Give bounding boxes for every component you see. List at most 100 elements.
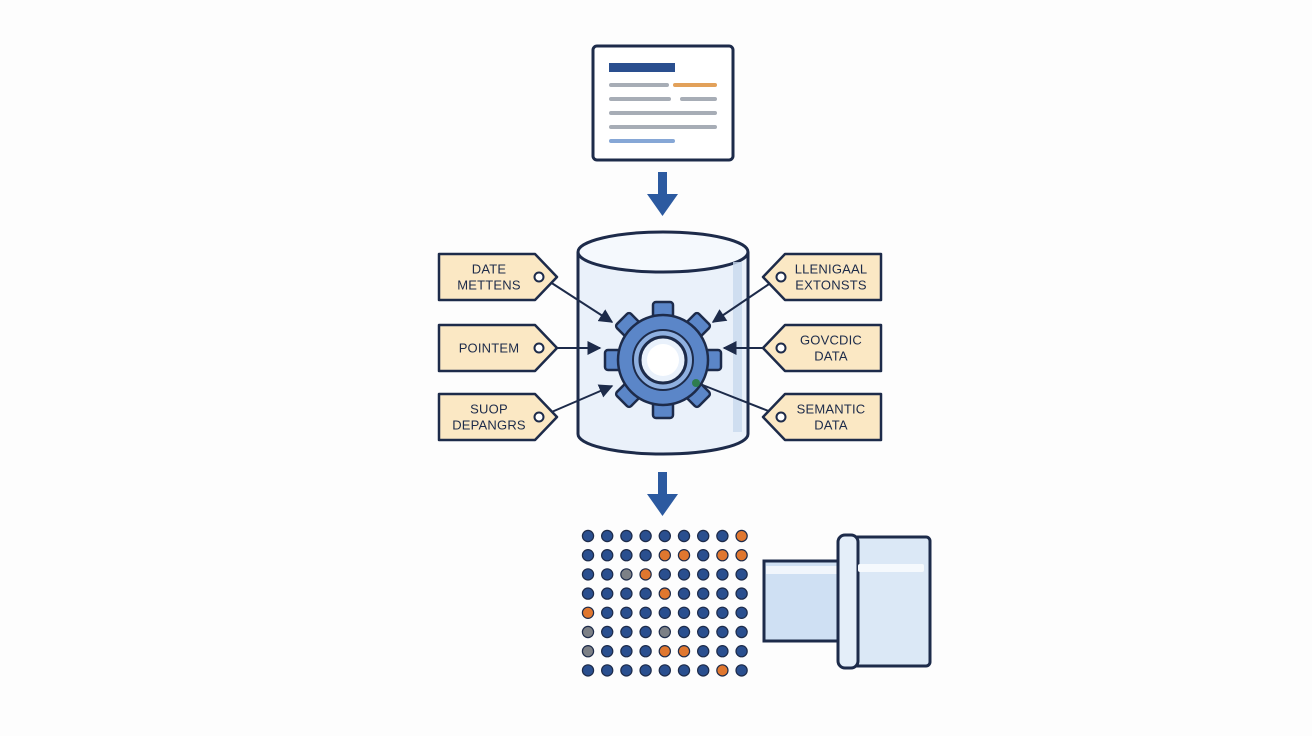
tag-label-line: DATA (814, 418, 848, 433)
arrow-down-icon (647, 172, 678, 216)
dot (601, 568, 614, 581)
dot (735, 606, 748, 620)
connector-arrow (546, 279, 614, 323)
tag-label-line: GOVCDIC (800, 333, 862, 348)
dot (677, 625, 691, 639)
dot (658, 645, 672, 658)
tag-label-line: SEMANTIC (797, 402, 866, 417)
tag-shape (761, 323, 883, 373)
tag-hole (533, 271, 545, 283)
tag-shape (437, 392, 559, 442)
connector-arrows (546, 279, 777, 415)
dot-grid-matrix (581, 529, 748, 677)
dot (581, 625, 595, 639)
tag-left-1: POINTEM (437, 323, 559, 373)
dot (677, 568, 691, 581)
tag-label-line: POINTEM (459, 341, 520, 356)
dot (639, 645, 652, 658)
dot (620, 549, 633, 562)
dot (581, 587, 595, 600)
dot (620, 587, 633, 600)
connector-arrow (699, 383, 777, 415)
dot (697, 587, 710, 600)
dot (639, 549, 652, 562)
dot (716, 606, 729, 620)
dot (639, 606, 652, 620)
tag-hole (533, 411, 545, 423)
connector-arrow (711, 279, 776, 323)
tag-hole (775, 342, 787, 354)
tag-hole (533, 342, 545, 354)
dot (735, 625, 748, 639)
dot (601, 645, 614, 658)
connector-arrow (546, 384, 614, 415)
dot (658, 664, 672, 677)
dot (601, 587, 614, 600)
gear-icon (603, 300, 723, 420)
dot (716, 645, 729, 658)
dot (677, 549, 691, 562)
dot (677, 645, 691, 658)
dot (716, 568, 729, 581)
dot (620, 529, 633, 543)
dot (639, 529, 652, 543)
dot (677, 587, 691, 600)
dot (716, 549, 729, 562)
dot (697, 568, 710, 581)
tag-hole (775, 411, 787, 423)
dot (658, 606, 672, 620)
tag-shape (437, 252, 559, 302)
dot (697, 645, 710, 658)
dot (639, 664, 652, 677)
gear-highlight-dot (692, 379, 700, 387)
tag-label-line: LLENIGAAL (795, 262, 868, 277)
tag-label-line: DEPANGRS (452, 418, 526, 433)
dot (581, 549, 595, 562)
dot (658, 587, 672, 600)
dot (581, 606, 595, 620)
dot (658, 529, 672, 543)
dot (735, 549, 748, 562)
dot (639, 568, 652, 581)
dot (735, 568, 748, 581)
dot (581, 529, 595, 543)
dot (658, 625, 672, 639)
arrow-down-icon (647, 472, 678, 516)
dot (697, 529, 710, 543)
dot (697, 664, 710, 677)
dot (716, 625, 729, 639)
dot (716, 587, 729, 600)
dot (735, 587, 748, 600)
dot (620, 625, 633, 639)
dot (620, 606, 633, 620)
dot (716, 529, 729, 543)
tag-label-line: METTENS (457, 278, 521, 293)
tag-shape (761, 392, 883, 442)
dot (735, 645, 748, 658)
tag-label-line: EXTONSTS (795, 278, 867, 293)
dot (601, 606, 614, 620)
dot (658, 549, 672, 562)
dot (601, 529, 614, 543)
tag-label-line: SUOP (470, 402, 508, 417)
dot (639, 587, 652, 600)
dot (697, 606, 710, 620)
dot (581, 664, 595, 677)
dot (658, 568, 672, 581)
dot (581, 568, 595, 581)
tag-shape (437, 323, 559, 373)
tag-label-line: DATA (814, 349, 848, 364)
dot (677, 606, 691, 620)
dot (620, 645, 633, 658)
dot (620, 664, 633, 677)
tag-shape (761, 252, 883, 302)
data-pipe-icon (762, 533, 932, 670)
document-icon (591, 44, 735, 162)
